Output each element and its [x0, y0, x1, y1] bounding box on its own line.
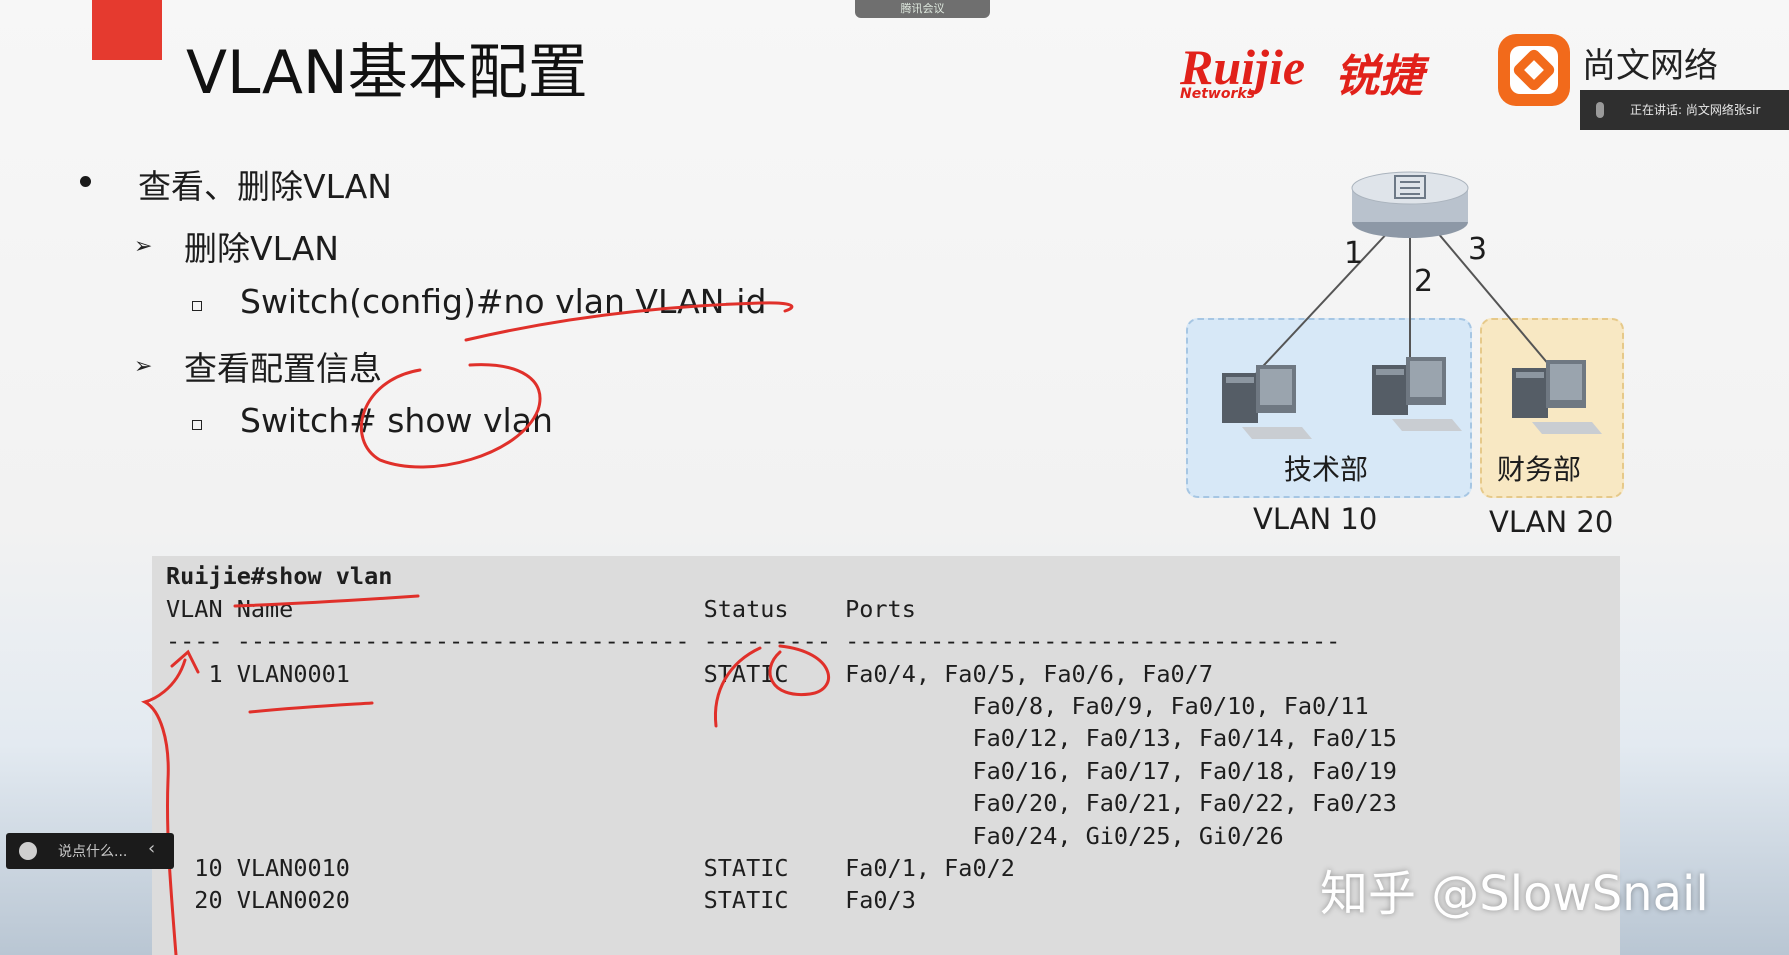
- ruijie-cn-wordmark: 锐捷: [1335, 51, 1423, 102]
- partner-name: 尚文网络: [1582, 46, 1718, 86]
- bullet-dot: [80, 176, 91, 187]
- bullet-delete-vlan: 删除VLAN: [184, 229, 339, 268]
- terminal-row: 20 VLAN0020 STATIC Fa0/3: [166, 886, 916, 914]
- chat-placeholder[interactable]: 说点什么...: [58, 844, 128, 860]
- terminal-row: Fa0/16, Fa0/17, Fa0/18, Fa0/19: [166, 757, 1397, 785]
- chat-face-icon[interactable]: [19, 842, 37, 860]
- network-diagram: [1222, 171, 1602, 439]
- link-port-1: [1251, 227, 1393, 379]
- shangwen-logo-icon: [1498, 34, 1570, 106]
- terminal-output: Ruijie#show vlan VLAN Name Status Ports …: [152, 556, 1620, 955]
- delete-vlan-command: Switch(config)#no vlan VLAN-id: [240, 282, 767, 321]
- terminal-row: Fa0/8, Fa0/9, Fa0/10, Fa0/11: [166, 692, 1369, 720]
- arrow-bullet-icon: ➢: [134, 234, 153, 259]
- meeting-top-pill[interactable]: 腾讯会议: [855, 0, 990, 18]
- port-label-2: 2: [1414, 264, 1434, 299]
- ruijie-latin-wordmark: Ruijie: [1180, 39, 1306, 95]
- bullet-view-config: 查看配置信息: [184, 349, 382, 388]
- link-port-3: [1431, 225, 1551, 367]
- terminal-row: 1 VLAN0001 STATIC Fa0/4, Fa0/5, Fa0/6, F…: [166, 660, 1213, 688]
- terminal-command: Ruijie#show vlan: [166, 562, 393, 590]
- port-label-1: 1: [1344, 236, 1364, 271]
- slide-title: VLAN基本配置: [186, 38, 588, 108]
- title-accent-block: [92, 0, 162, 60]
- computer-icon: [1222, 365, 1312, 439]
- dept-finance-label: 财务部: [1497, 453, 1582, 486]
- bullet-view-delete-vlan: 查看、删除VLAN: [138, 167, 392, 206]
- ruijie-logo: Ruijie: [1180, 38, 1480, 108]
- dept-tech-label: 技术部: [1284, 453, 1369, 486]
- chevron-left-icon[interactable]: ‹: [148, 838, 156, 859]
- computer-icon: [1512, 360, 1602, 434]
- square-bullet-icon: [192, 420, 202, 430]
- arrow-bullet-icon: ➢: [134, 354, 153, 379]
- switch-icon: [1351, 171, 1469, 238]
- show-vlan-command: Switch# show vlan: [240, 401, 553, 440]
- terminal-row: 10 VLAN0010 STATIC Fa0/1, Fa0/2: [166, 854, 1015, 882]
- terminal-separator: ---- -------------------------------- --…: [166, 627, 1341, 655]
- mic-icon: [1596, 102, 1604, 118]
- speaker-banner: 正在讲话: 尚文网络张sir: [1580, 90, 1789, 130]
- ruijie-networks-wordmark: Networks: [1180, 86, 1256, 102]
- computer-icon: [1372, 357, 1462, 431]
- terminal-row: Fa0/24, Gi0/25, Gi0/26: [166, 822, 1284, 850]
- terminal-row: Fa0/12, Fa0/13, Fa0/14, Fa0/15: [166, 724, 1397, 752]
- zhihu-watermark: 知乎 @SlowSnail: [1320, 866, 1709, 922]
- terminal-header: VLAN Name Status Ports: [166, 595, 916, 623]
- vlan10-label: VLAN 10: [1253, 502, 1378, 536]
- square-bullet-icon: [192, 301, 202, 311]
- vlan20-label: VLAN 20: [1489, 505, 1614, 539]
- terminal-row: Fa0/20, Fa0/21, Fa0/22, Fa0/23: [166, 789, 1397, 817]
- port-label-3: 3: [1468, 232, 1488, 267]
